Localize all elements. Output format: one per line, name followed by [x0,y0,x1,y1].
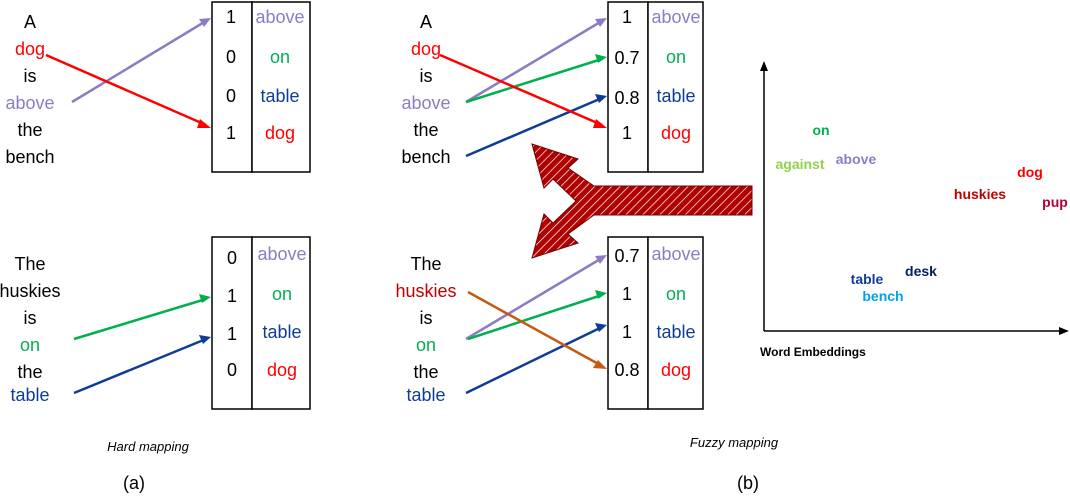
embedding-word-bench: bench [862,288,903,304]
word-bench: bench [5,147,54,167]
panel-b-table-1: 1 0.7 0.8 1 above on table dog [607,1,704,173]
word-column [647,1,704,173]
table-value: 1 [622,322,632,342]
panel-b-arrows-1 [439,18,607,158]
table-word-dog: dog [267,360,297,380]
embedding-word-pup: pup [1042,194,1068,210]
table-word-dog: dog [661,360,691,380]
x-axis-arrowhead [1059,327,1069,335]
word-on: on [20,335,40,355]
panel-b-caption: Fuzzy mapping [690,435,779,450]
table-value: 1 [227,286,237,306]
word-is: is [24,66,37,86]
word-the: the [413,120,438,140]
word-the: The [410,254,441,274]
panel-a-arrows-1 [45,18,211,128]
panel-b-label: (b) [737,473,759,493]
embedding-word-dog: dog [1017,164,1043,180]
panel-a-arrows-2 [73,294,211,395]
word-a: A [24,12,36,32]
table-word-on: on [666,284,686,304]
word-dog: dog [411,39,441,59]
panel-b-sentence-2: The huskies is on the table [395,254,456,405]
table-value: 1 [227,324,237,344]
value-column [211,236,253,410]
word-the: the [17,362,42,382]
table-word-table: table [656,86,695,106]
panel-b-sentence-1: A dog is above the bench [401,12,450,167]
panel-a-caption: Hard mapping [107,439,189,454]
panel-a-sentence-1: A dog is above the bench [5,12,54,167]
panel-a-sentence-2: The huskies is on the table [0,254,61,405]
table-word-above: above [257,244,306,264]
table-word-table: table [262,322,301,342]
table-value: 1 [622,7,632,27]
table-value: 1 [226,7,236,27]
panel-a-table-1: 1 0 0 1 above on table dog [211,1,311,173]
word-huskies: huskies [395,281,456,301]
panel-b-table-2: 0.7 1 1 0.8 above on table dog [607,236,704,410]
word-dog: dog [15,39,45,59]
fork-arrow-icon [531,143,753,259]
table-value: 0 [227,360,237,380]
value-column [607,236,649,410]
word-column [251,1,311,173]
panel-a-label: (a) [123,473,145,493]
table-value: 0.7 [614,48,639,68]
word-table: table [406,385,445,405]
table-word-dog: dog [265,123,295,143]
word-the: The [14,254,45,274]
table-value: 0.7 [614,246,639,266]
word-the: the [17,120,42,140]
embedding-word-table: table [851,271,884,287]
table-word-on: on [272,284,292,304]
value-column [607,1,649,173]
embedding-plot: Word Embeddings on against above dog hus… [760,61,1069,359]
table-value: 0.8 [614,88,639,108]
word-is: is [24,308,37,328]
word-on: on [416,335,436,355]
panel-a-table-2: 0 1 1 0 above on table dog [211,236,311,410]
table-word-above: above [651,244,700,264]
panel-b: A dog is above the bench 1 0.7 0.8 1 abo… [395,1,779,493]
table-value: 0 [226,47,236,67]
embedding-word-on: on [812,122,829,138]
table-value: 0 [226,86,236,106]
panel-a: A dog is above the bench 1 0 0 1 above o… [0,1,311,493]
panel-b-arrows-2 [465,255,607,395]
word-above: above [401,93,450,113]
table-word-above: above [651,7,700,27]
word-huskies: huskies [0,281,61,301]
table-word-table: table [656,322,695,342]
table-value: 1 [226,123,236,143]
word-table: table [10,385,49,405]
word-above: above [5,93,54,113]
word-column [647,236,704,410]
table-value: 0 [227,248,237,268]
word-is: is [420,66,433,86]
table-word-on: on [666,47,686,67]
table-word-on: on [270,47,290,67]
embedding-word-desk: desk [905,263,937,279]
word-is: is [420,308,433,328]
value-column [211,1,253,173]
table-value: 0.8 [614,360,639,380]
table-word-above: above [255,7,304,27]
embedding-word-huskies: huskies [954,186,1006,202]
table-value: 1 [622,123,632,143]
word-the: the [413,362,438,382]
embedding-word-against: against [775,156,824,172]
table-word-dog: dog [661,123,691,143]
embedding-axis-label: Word Embeddings [760,345,866,359]
word-bench: bench [401,147,450,167]
y-axis-arrowhead [760,61,768,71]
table-word-table: table [260,86,299,106]
embedding-word-above: above [836,151,877,167]
word-a: A [420,12,432,32]
table-value: 1 [622,284,632,304]
word-column [251,236,311,410]
